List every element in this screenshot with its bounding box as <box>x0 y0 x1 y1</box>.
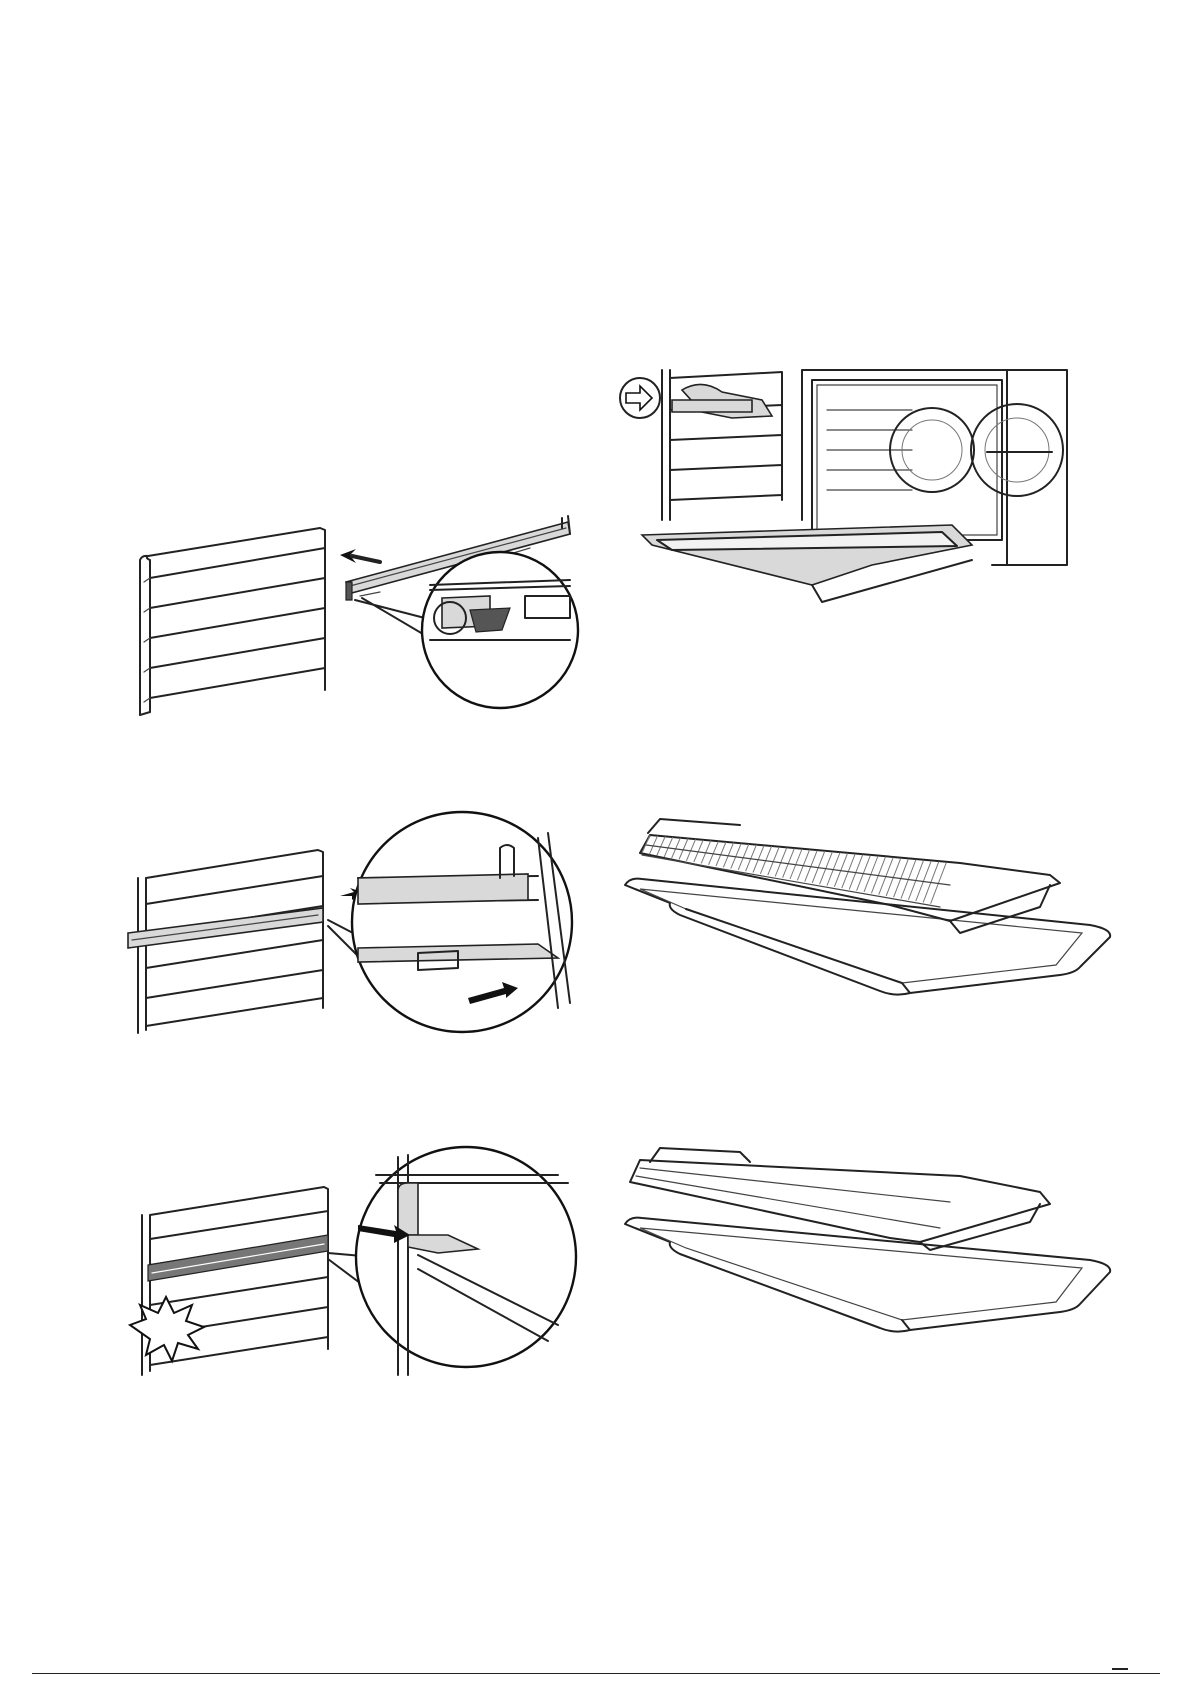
figure-rail-detail-push <box>118 808 590 1040</box>
figure-oven-rack-release <box>612 360 1072 610</box>
figure-rack-rail-slide-in <box>130 500 600 725</box>
figure-grid-on-tray-1 <box>620 805 1130 1000</box>
figure-grid-on-tray-2 <box>620 1132 1130 1342</box>
grid-wire <box>649 836 657 855</box>
grid-on-tray-illustration <box>620 805 1130 1000</box>
rail-clip-click-illustration <box>118 1135 590 1385</box>
footer-rule <box>32 1673 1160 1674</box>
grid-wire <box>642 835 650 853</box>
oven-rack-release-illustration <box>612 360 1072 610</box>
rail-detail-push-illustration <box>118 808 590 1040</box>
grid-on-tray-illustration <box>620 1132 1130 1342</box>
figure-rail-clip-click <box>118 1135 590 1385</box>
rack-rail-slide-in-illustration <box>130 500 600 725</box>
footer-tick <box>1112 1668 1128 1670</box>
